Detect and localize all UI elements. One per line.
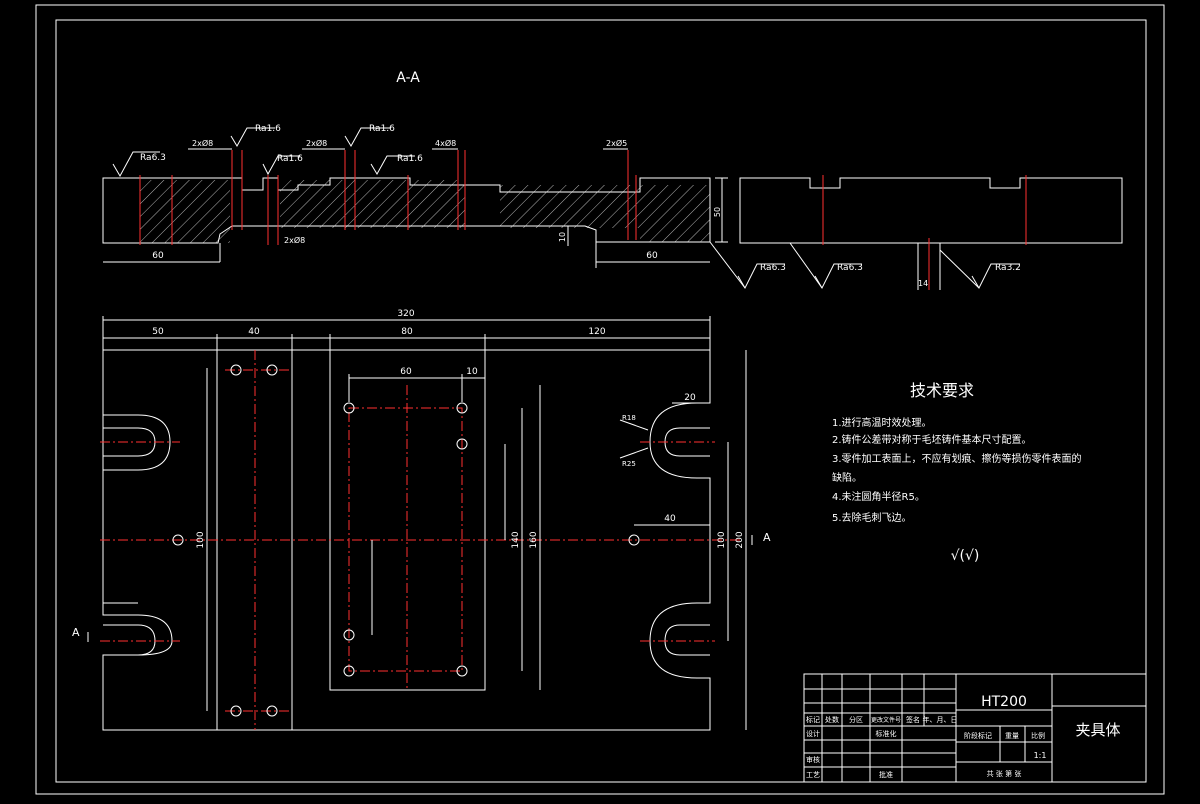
svg-text:批准: 批准 [879, 770, 893, 779]
left-slot-upper [103, 414, 171, 471]
svg-text:工艺: 工艺 [806, 771, 820, 779]
svg-text:4xØ8: 4xØ8 [435, 138, 456, 148]
tech-req-item: 4.未注圆角半径R5。 [832, 490, 925, 503]
svg-text:Ra1.6: Ra1.6 [369, 124, 395, 134]
tech-req-item: 2.铸件公差带对称于毛坯铸件基本尺寸配置。 [832, 433, 1032, 446]
svg-text:Ra6.3: Ra6.3 [140, 153, 166, 163]
section-centerlines [139, 150, 1027, 290]
svg-text:14: 14 [918, 279, 928, 288]
left-slot-upper-inner [103, 427, 156, 457]
tech-req-item: 缺陷。 [832, 471, 862, 484]
tech-req-item: 5.去除毛刺飞边。 [832, 511, 912, 524]
svg-text:标记: 标记 [806, 715, 820, 724]
svg-text:40: 40 [248, 327, 260, 337]
material-label: HT200 [981, 694, 1027, 710]
svg-text:Ra1.6: Ra1.6 [397, 154, 423, 164]
tech-req-title: 技术要求 [910, 381, 974, 400]
svg-text:2xØ8: 2xØ8 [192, 138, 213, 148]
section-view: A-A [102, 70, 1123, 290]
right-slot-lower-inner [664, 624, 710, 656]
svg-text:审核: 审核 [806, 755, 820, 764]
svg-text:Ra3.2: Ra3.2 [995, 263, 1021, 273]
svg-text:R25: R25 [622, 460, 636, 468]
left-slot-lower-inner [103, 624, 156, 656]
svg-text:50: 50 [713, 207, 722, 217]
svg-text:签名: 签名 [906, 715, 920, 724]
svg-text:100: 100 [717, 531, 727, 548]
plan-dimensions: 320 50 40 80 120 60 10 20 40 R18 R25 100 [102, 309, 747, 730]
section-title: A-A [396, 70, 420, 86]
title-block: HT200 夹具体 1:1 标记 处数 分区 更改文件号 签名 年、月、日 设计… [803, 673, 1147, 783]
svg-text:100: 100 [196, 531, 206, 548]
svg-text:分区: 分区 [849, 715, 863, 724]
svg-text:320: 320 [397, 309, 414, 319]
outer-sheet-border [35, 4, 1165, 795]
section-dimensions: 60 60 50 10 2xØ8 2xØ8 4xØ8 2xØ5 2xØ8 14 [103, 138, 928, 288]
svg-text:共 张 第 张: 共 张 第 张 [987, 769, 1022, 778]
tech-req-item: 3.零件加工表面上，不应有划痕、擦伤等损伤零件表面的 [832, 452, 1082, 465]
holes [172, 364, 640, 717]
section-marker-right: A [763, 531, 771, 544]
svg-text:160: 160 [529, 531, 539, 548]
hatch-region [140, 180, 230, 243]
svg-text:10: 10 [466, 367, 478, 377]
svg-text:标准化: 标准化 [876, 729, 897, 738]
hatch-region [500, 185, 640, 228]
plan-view: A A 320 50 40 80 120 60 10 20 [72, 309, 771, 731]
tech-req-item: 1.进行高温时效处理。 [832, 416, 932, 429]
center-pocket [329, 349, 486, 691]
plan-centerlines [100, 350, 740, 730]
roughness-symbols: Ra6.3 Ra1.6 Ra1.6 Ra1.6 Ra1.6 Ra6.3 Ra6.… [112, 124, 1021, 290]
svg-text:R18: R18 [622, 414, 636, 422]
svg-text:60: 60 [152, 251, 164, 261]
hatch-region [355, 180, 465, 228]
svg-text:40: 40 [664, 514, 676, 524]
svg-text:Ra6.3: Ra6.3 [760, 263, 786, 273]
svg-text:50: 50 [152, 327, 164, 337]
svg-text:60: 60 [400, 367, 412, 377]
svg-text:20: 20 [684, 393, 696, 403]
plate-outline [102, 349, 711, 731]
svg-text:重量: 重量 [1005, 732, 1019, 740]
svg-text:阶段标记: 阶段标记 [964, 731, 992, 740]
section-marker-left: A [72, 626, 80, 639]
svg-text:2xØ8: 2xØ8 [284, 235, 305, 245]
svg-text:2xØ8: 2xØ8 [306, 138, 327, 148]
svg-text:Ra1.6: Ra1.6 [277, 154, 303, 164]
svg-text:140: 140 [511, 531, 521, 548]
svg-text:60: 60 [646, 251, 658, 261]
part-name: 夹具体 [1075, 721, 1120, 739]
svg-text:10: 10 [558, 232, 567, 242]
svg-text:80: 80 [401, 327, 413, 337]
svg-text:比例: 比例 [1031, 731, 1045, 740]
svg-text:更改文件号: 更改文件号 [871, 716, 901, 724]
hatch-region [280, 180, 355, 228]
svg-text:2xØ5: 2xØ5 [606, 138, 627, 148]
svg-text:120: 120 [588, 327, 605, 337]
roughness-general-symbol: √(√) [951, 548, 980, 564]
svg-text:处数: 处数 [825, 715, 839, 724]
svg-text:年、月、日: 年、月、日 [923, 715, 958, 724]
svg-text:200: 200 [735, 531, 745, 548]
svg-text:设计: 设计 [806, 729, 820, 738]
scale-value: 1:1 [1034, 751, 1047, 760]
svg-text:Ra1.6: Ra1.6 [255, 124, 281, 134]
inner-sheet-border [55, 19, 1147, 783]
hatch-region [640, 185, 710, 242]
svg-text:Ra6.3: Ra6.3 [837, 263, 863, 273]
section-outline-right [739, 177, 1123, 244]
technical-requirements: 技术要求 1.进行高温时效处理。 2.铸件公差带对称于毛坯铸件基本尺寸配置。 3… [832, 381, 1082, 564]
